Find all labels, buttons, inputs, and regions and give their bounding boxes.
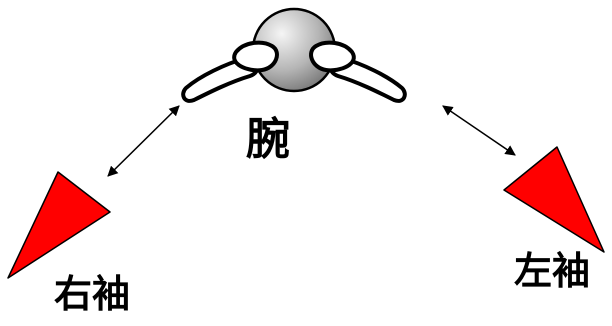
right-connector-arrow xyxy=(443,106,515,155)
right-sleeve-label: 右袖 xyxy=(54,275,130,313)
right-sleeve-triangle-icon xyxy=(8,172,110,278)
left-connector-arrow xyxy=(108,106,179,176)
left-sleeve-triangle-icon xyxy=(504,147,604,252)
arms-label: 腕 xyxy=(246,118,290,162)
right-hand-icon xyxy=(311,43,354,71)
left-sleeve-label: 左袖 xyxy=(514,252,590,290)
left-hand-icon xyxy=(234,43,277,71)
figure-icon xyxy=(183,9,405,101)
